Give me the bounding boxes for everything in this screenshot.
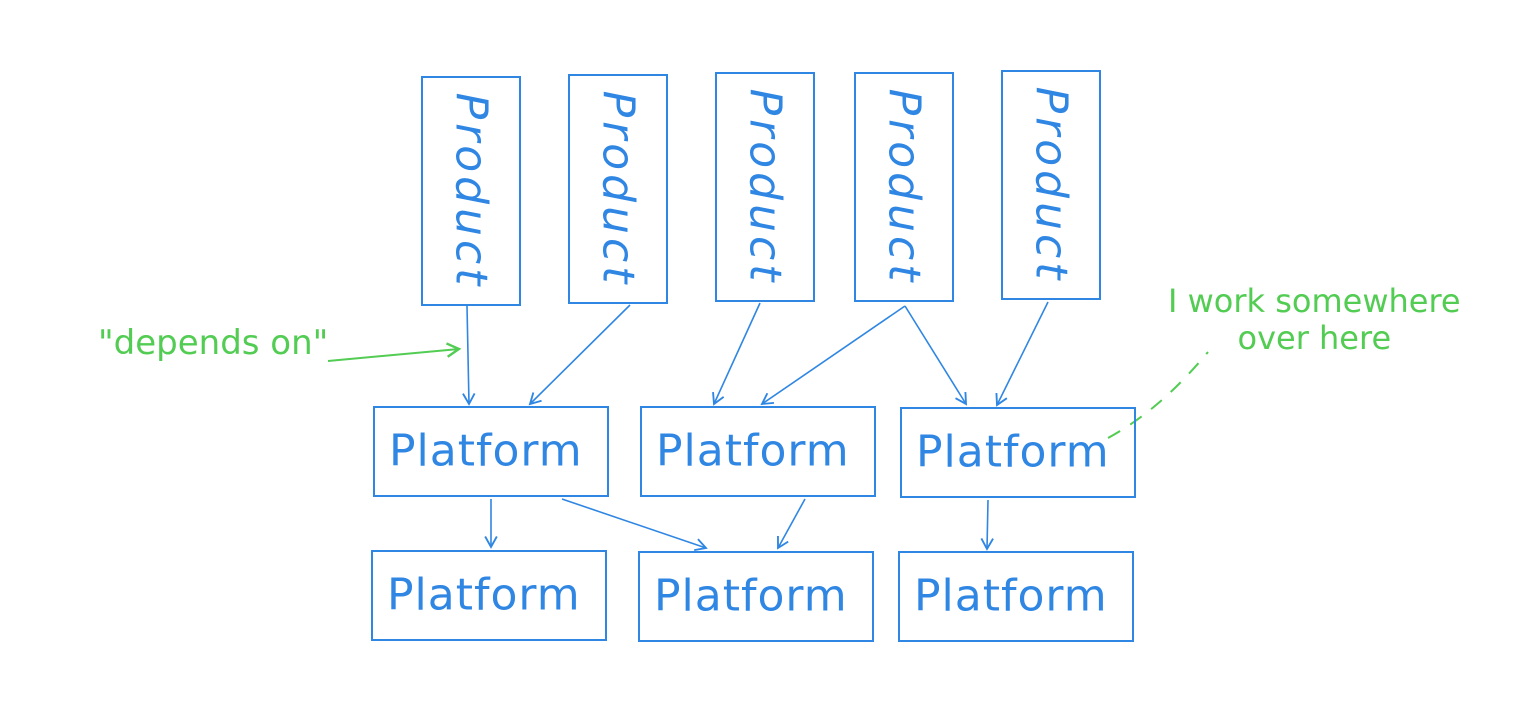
platform-box-row2-1: Platform [371, 550, 607, 641]
product-label: Product [592, 90, 644, 288]
platform-box-row1-3: Platform [900, 407, 1136, 498]
product-box-3: Product [715, 72, 815, 302]
edge-platform1-platform5 [561, 498, 708, 552]
product-label: Product [1025, 86, 1077, 284]
edge-product4-platform2 [760, 305, 906, 406]
platform-label: Platform [654, 569, 848, 621]
platform-label: Platform [656, 424, 850, 476]
edge-platform2-platform5 [777, 498, 806, 550]
platform-label: Platform [389, 424, 583, 476]
platform-label: Platform [914, 569, 1108, 621]
platform-box-row1-2: Platform [640, 406, 876, 497]
work-location-dashed-line [1107, 351, 1209, 439]
work-location-annotation: I work somewhere over here [1168, 283, 1461, 357]
product-box-4: Product [854, 72, 954, 302]
edge-product3-platform2 [712, 302, 761, 406]
product-label: Product [445, 92, 497, 290]
platform-label: Platform [387, 568, 581, 620]
depends-on-arrow [327, 342, 462, 362]
work-annotation-line1: I work somewhere [1168, 282, 1461, 320]
edge-platform3-platform6 [980, 499, 994, 551]
edge-product1-platform1 [462, 305, 476, 406]
platform-box-row2-3: Platform [898, 551, 1134, 642]
product-label: Product [878, 88, 930, 286]
work-annotation-line2: over here [1237, 318, 1392, 357]
product-box-5: Product [1001, 70, 1101, 300]
dependency-edges [462, 301, 1049, 552]
platform-box-row2-2: Platform [638, 551, 874, 642]
product-box-1: Product [421, 76, 521, 306]
platform-box-row1-1: Platform [373, 406, 609, 497]
depends-on-annotation: "depends on" [98, 323, 329, 363]
edge-product4-platform3 [904, 305, 968, 406]
edge-product2-platform1 [528, 304, 631, 406]
product-label: Product [739, 88, 791, 286]
platform-label: Platform [916, 425, 1110, 477]
edge-product5-platform3 [995, 301, 1049, 407]
product-box-2: Product [568, 74, 668, 304]
